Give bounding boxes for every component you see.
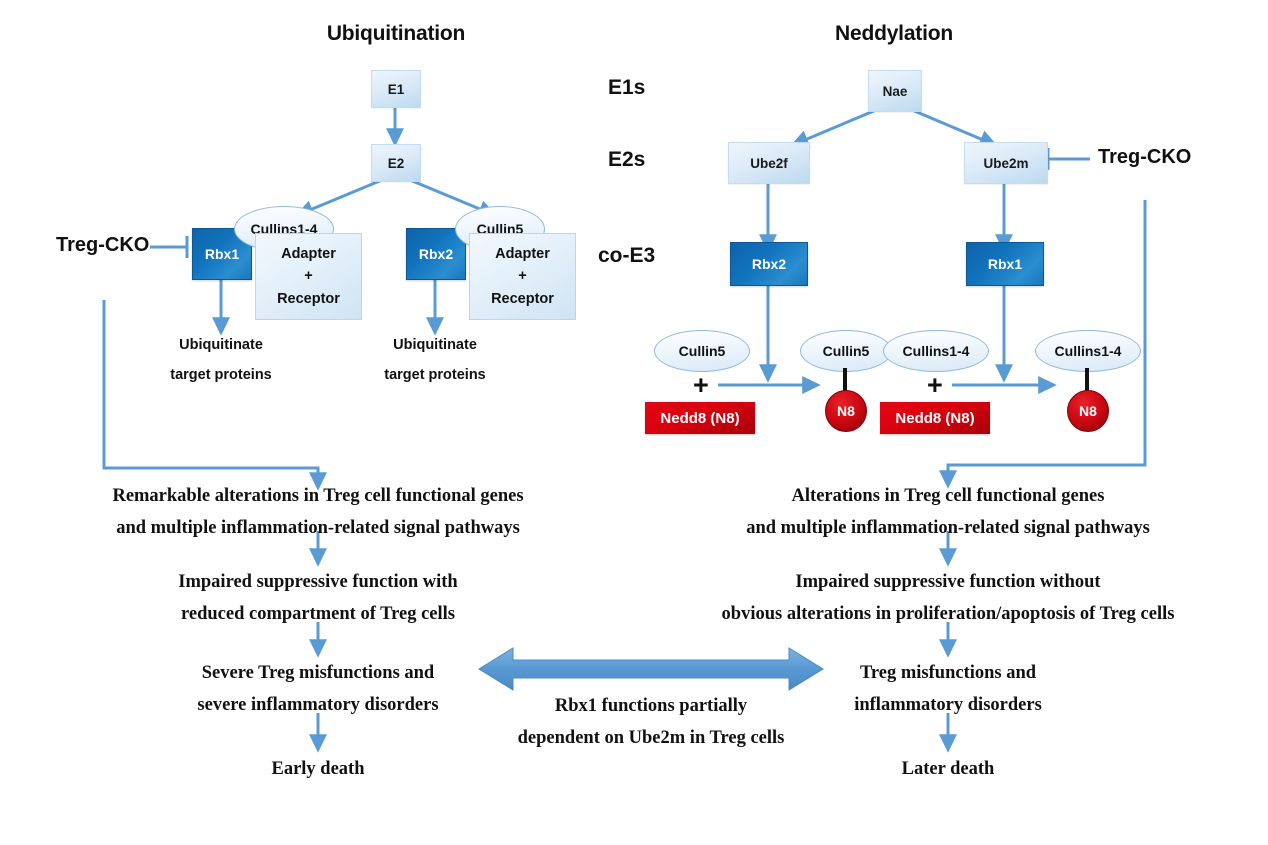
n8-circle-b[interactable]: N8 <box>1067 390 1109 432</box>
left-outcome-2: Impaired suppressive function with reduc… <box>18 566 618 631</box>
adapter-label: Adapter <box>281 245 336 262</box>
left-outcome-3: Severe Treg misfunctions and severe infl… <box>18 657 618 722</box>
output-line-1: Ubiquitinate <box>393 337 477 353</box>
center-link-caption: Rbx1 functions partially dependent on Ub… <box>451 690 851 755</box>
outcome-line: Alterations in Treg cell functional gene… <box>791 486 1105 506</box>
outcome-line: obvious alterations in proliferation/apo… <box>721 604 1175 625</box>
outcome-line: Later death <box>901 759 995 779</box>
cullin5-substrate-ellipse[interactable]: Cullin5 <box>654 330 750 372</box>
left-treg-cko-label: Treg-CKO <box>56 234 150 256</box>
outcome-line: Remarkable alterations in Treg cell func… <box>112 486 524 506</box>
n8-stem-a <box>843 368 847 392</box>
conjugation-plus-b: + <box>927 370 943 400</box>
left-outcome-1: Remarkable alterations in Treg cell func… <box>18 480 618 545</box>
conjugation-plus-a: + <box>693 370 709 400</box>
role-label-e1s: E1s <box>608 76 646 99</box>
right-treg-cko-label: Treg-CKO <box>1098 146 1192 168</box>
receptor-label: Receptor <box>277 290 340 307</box>
adapter-receptor-box-left-b: Adapter + Receptor <box>469 233 576 320</box>
left-branch-b-output: Ubiquitinate target proteins <box>355 330 515 391</box>
output-line-2: target proteins <box>170 367 272 384</box>
adapter-receptor-box-left-a: Adapter + Receptor <box>255 233 362 320</box>
adapter-label: Adapter <box>495 245 550 262</box>
n8-circle-a[interactable]: N8 <box>825 390 867 432</box>
nedd8-box-a[interactable]: Nedd8 (N8) <box>645 402 755 434</box>
right-outcome-4: Later death <box>648 753 1248 785</box>
rbx1-box-right[interactable]: Rbx1 <box>966 242 1044 286</box>
cullins1-4-substrate-ellipse[interactable]: Cullins1-4 <box>883 330 989 372</box>
outcome-line: reduced compartment of Treg cells <box>180 604 455 625</box>
center-caption-line: dependent on Ube2m in Treg cells <box>517 728 785 749</box>
outcome-line: Treg misfunctions and <box>859 663 1037 683</box>
role-label-e2s: E2s <box>608 148 646 171</box>
left-panel-title: Ubiquitination <box>326 22 466 45</box>
nedd8-box-b[interactable]: Nedd8 (N8) <box>880 402 990 434</box>
ube2m-box[interactable]: Ube2m <box>964 142 1048 184</box>
outcome-line: Early death <box>271 759 365 779</box>
cullins1-4-product-ellipse[interactable]: Cullins1-4 <box>1035 330 1141 372</box>
outcome-line: and multiple inflammation-related signal… <box>746 518 1150 539</box>
rbx2-box-right[interactable]: Rbx2 <box>730 242 808 286</box>
outcome-line: Severe Treg misfunctions and <box>201 663 435 683</box>
cullin5-product-ellipse[interactable]: Cullin5 <box>800 330 892 372</box>
adapter-plus: + <box>518 268 527 285</box>
right-outcome-3: Treg misfunctions and inflammatory disor… <box>648 657 1248 722</box>
center-caption-line: Rbx1 functions partially <box>554 696 748 716</box>
outcome-line: inflammatory disorders <box>854 695 1042 716</box>
output-line-1: Ubiquitinate <box>179 337 263 353</box>
right-outcome-2: Impaired suppressive function without ob… <box>648 566 1248 631</box>
right-panel-title: Neddylation <box>835 22 953 45</box>
outcome-line: severe inflammatory disorders <box>197 695 439 716</box>
receptor-label: Receptor <box>491 290 554 307</box>
role-label-coe3: co-E3 <box>598 244 656 267</box>
outcome-line: and multiple inflammation-related signal… <box>116 518 520 539</box>
left-outcome-4: Early death <box>18 753 618 785</box>
left-branch-a-output: Ubiquitinate target proteins <box>141 330 301 391</box>
ube2f-box[interactable]: Ube2f <box>728 142 810 184</box>
adapter-plus: + <box>304 268 313 285</box>
outcome-line: Impaired suppressive function without <box>795 572 1101 592</box>
e1-box[interactable]: E1 <box>371 70 421 108</box>
nae-box[interactable]: Nae <box>868 70 922 112</box>
right-outcome-1: Alterations in Treg cell functional gene… <box>648 480 1248 545</box>
e2-box[interactable]: E2 <box>371 144 421 182</box>
outcome-line: Impaired suppressive function with <box>178 572 458 592</box>
rbx2-box-left[interactable]: Rbx2 <box>406 228 466 280</box>
output-line-2: target proteins <box>384 367 486 384</box>
n8-stem-b <box>1085 368 1089 392</box>
